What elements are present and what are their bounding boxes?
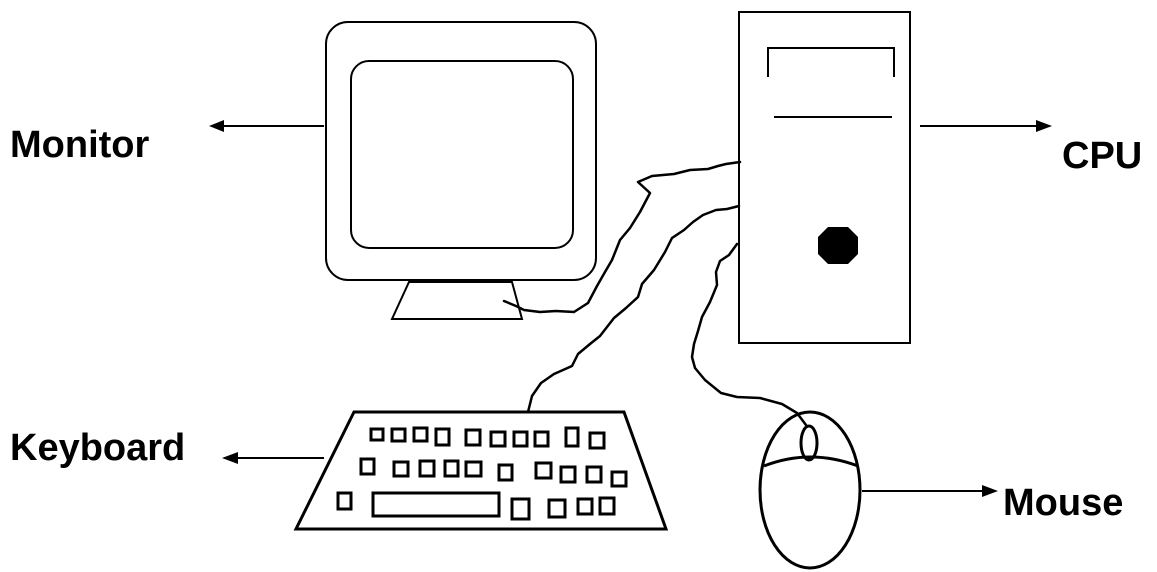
cables [502,160,808,427]
key [497,463,514,482]
key [336,491,353,511]
key [610,470,628,488]
monitor-bezel [325,21,597,281]
key [392,460,410,478]
cpu-tower [738,11,911,344]
cpu-drive-bay [767,47,895,77]
key [547,498,567,519]
key [369,427,385,442]
cpu-arrow [920,120,1052,132]
key [434,427,451,447]
monitor [325,21,597,320]
key [412,426,429,443]
keyboard-arrow [222,452,324,464]
key [390,427,407,443]
key [510,497,531,521]
spacebar-key [371,491,501,518]
mouse [758,410,862,570]
cpu-power-button [818,227,858,264]
monitor-stand [390,281,524,320]
keyboard-row-3 [336,491,616,521]
key [359,457,376,476]
key [464,460,483,478]
mouse-arrow [862,485,998,497]
mouse-button-divider [763,455,859,468]
key [533,430,550,448]
key [564,426,580,448]
monitor-arrow [209,120,324,132]
mouse-label: Mouse [1003,482,1123,524]
key [464,428,482,447]
monitor-label: Monitor [10,124,150,166]
monitor-cable [502,160,742,314]
keyboard-row-2 [359,457,628,488]
keyboard [293,410,669,531]
mouse-cable [690,242,808,427]
keyboard-row-1 [369,426,606,450]
keyboard-label: Keyboard [10,427,185,469]
key [585,465,603,484]
cpu-label: CPU [1062,135,1142,177]
keyboard-cable [526,204,741,414]
key [534,461,553,480]
mouse-body [758,410,862,570]
key [588,431,606,450]
key [598,496,616,516]
keyboard-body [293,410,669,531]
key [418,459,436,478]
key [576,497,594,516]
key [443,459,460,478]
arrows [209,120,1052,497]
mouse-scroll-wheel [799,424,819,462]
key [559,465,577,484]
key [512,430,529,448]
monitor-screen [350,60,574,249]
key [489,430,507,448]
cpu-case [738,11,911,344]
